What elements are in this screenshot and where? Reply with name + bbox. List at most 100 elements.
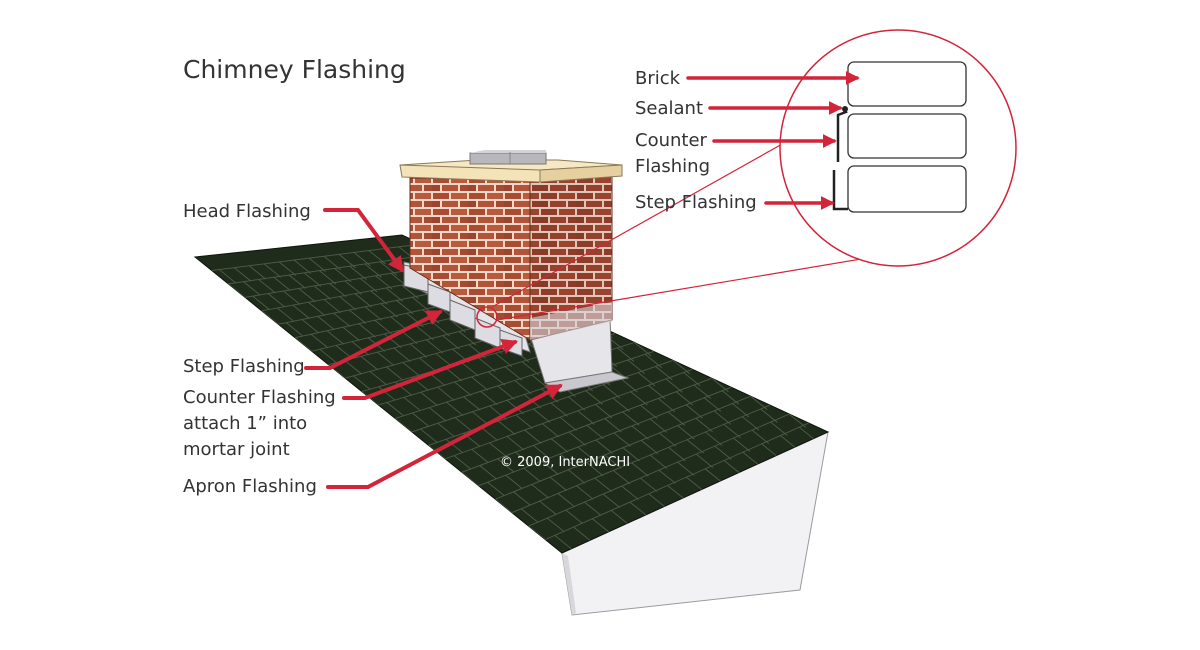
flue-liner-top: [470, 150, 546, 153]
shingle-tab-cut: [513, 491, 531, 506]
shingle-course-line: [411, 350, 654, 433]
arrow-apron-flashing: [326, 384, 563, 489]
shingle-tab-cut: [586, 424, 604, 440]
shingle-tab-cut: [559, 453, 577, 468]
shingle-tab-cut: [677, 461, 695, 476]
shingle-tab-cut: [354, 293, 373, 308]
shingle-tab-cut: [402, 362, 420, 377]
shingle-tab-cut: [437, 386, 455, 401]
shingle-tab-cut: [733, 437, 751, 452]
arrow-step-flashing: [304, 310, 443, 370]
shingle-tab-cut: [549, 476, 567, 491]
shingle-tab-cut: [584, 501, 602, 516]
shingle-tab-cut: [751, 429, 770, 444]
shingle-tab-cut: [515, 414, 533, 429]
shingle-tab-cut: [360, 355, 379, 371]
shingle-tab-cut: [705, 431, 723, 446]
shingle-tab-cut: [344, 360, 362, 375]
shingle-tab-cut: [604, 454, 622, 469]
shingle-tab-cut: [573, 526, 591, 541]
shingle-tab-cut: [612, 397, 630, 412]
shingle-tab-cut: [532, 445, 551, 460]
shingle-tab-cut: [292, 304, 310, 319]
detail-label-sealant: Sealant: [635, 98, 704, 119]
shingle-tab-cut: [695, 453, 714, 468]
shingle-tab-cut: [504, 366, 523, 381]
shingle-tab-cut: [358, 323, 376, 338]
flue-liner: [469, 152, 547, 165]
fascia-end: [562, 553, 576, 615]
detail-bricks: [847, 61, 967, 213]
arrow-counter-flashing: [342, 338, 518, 400]
detail-label-counter-line2: Flashing: [635, 156, 711, 177]
shingle-tab-cut: [554, 534, 572, 550]
shingle-tab-cut: [293, 259, 312, 274]
shingle-tab-cut: [550, 438, 569, 453]
shingle-tab-cut: [471, 376, 489, 391]
shingle-tab-cut: [480, 390, 498, 406]
shingle-tab-cut: [319, 270, 337, 285]
shingle-tab-cut: [339, 296, 357, 311]
detail-callout-circle: [476, 306, 498, 328]
shingle-tab-cut: [278, 261, 297, 276]
shingle-tab-cut: [385, 287, 404, 302]
shingle-tab-cut: [426, 339, 444, 354]
shingle-tab-cut: [369, 371, 387, 386]
shingle-tab-cut: [263, 263, 282, 278]
shingle-tab-cut: [409, 343, 428, 358]
detail-arrows: [686, 71, 860, 210]
shingle-tab-cut: [542, 423, 560, 438]
shingle-course-line: [478, 386, 732, 487]
shingle-tab-cut: [329, 283, 347, 298]
shingle-tab-cut: [577, 446, 595, 461]
shingle-tab-cut: [602, 493, 621, 508]
shingle-tab-cut: [514, 380, 532, 395]
shingle-tab-cut: [348, 309, 367, 324]
shingle-tab-cut: [497, 458, 515, 473]
shingle-tab-cut: [742, 451, 760, 467]
shingle-tab-cut: [667, 411, 686, 426]
shingle-tab-cut: [386, 366, 404, 381]
shingle-tab-cut: [359, 277, 378, 293]
detail-label-counter: Counter: [635, 130, 707, 151]
shingle-tab-cut: [520, 508, 539, 523]
shingle-tab-cut: [506, 399, 524, 415]
shingle-tab-cut: [445, 367, 463, 382]
shingle-tab-cut: [378, 386, 396, 401]
shingle-tab-cut: [301, 319, 320, 334]
detail-callout-line-upper: [491, 133, 801, 308]
shingle-tab-cut: [565, 509, 583, 524]
shingle-tab-cut: [386, 402, 404, 417]
shingle-tab-cut: [640, 477, 658, 492]
shingle-tab-cut: [479, 465, 497, 480]
shingle-tab-cut: [364, 306, 382, 321]
shingle-tab-cut: [374, 319, 392, 335]
shingle-tab-cut: [568, 431, 587, 446]
shingle-tab-cut: [471, 448, 489, 464]
arrow-head-flashing: [323, 208, 404, 273]
shingle-tab-cut: [659, 432, 677, 447]
shingle-tab-cut: [445, 438, 464, 454]
shingle-tab-cut: [429, 407, 447, 422]
shingle-tab-cut: [521, 361, 540, 376]
shingle-tab-cut: [461, 362, 480, 377]
shingle-tab-cut: [695, 417, 713, 433]
shingle-tab-cut: [420, 428, 438, 443]
callout-arrows: [304, 208, 563, 489]
shingle-tab-cut: [524, 429, 542, 444]
shingle-tab-cut: [612, 470, 631, 485]
shingle-tab-cut: [351, 341, 370, 356]
shingle-tab-cut: [667, 485, 685, 500]
shingle-tab-cut: [648, 493, 666, 508]
shingle-tab-cut: [640, 439, 659, 455]
detail-sealant: [842, 106, 848, 112]
shingle-tab-cut: [411, 412, 430, 427]
shingle-tab-cut: [248, 265, 267, 280]
shingle-tab-cut: [487, 371, 506, 386]
label-step-flashing: Step Flashing: [183, 356, 305, 377]
shingle-tab-cut: [454, 417, 473, 432]
shingle-tab-cut: [613, 432, 631, 447]
shingle-tab-cut: [437, 422, 455, 438]
shingle-tab-cut: [629, 501, 647, 516]
shingle-tab-cut: [333, 312, 351, 327]
